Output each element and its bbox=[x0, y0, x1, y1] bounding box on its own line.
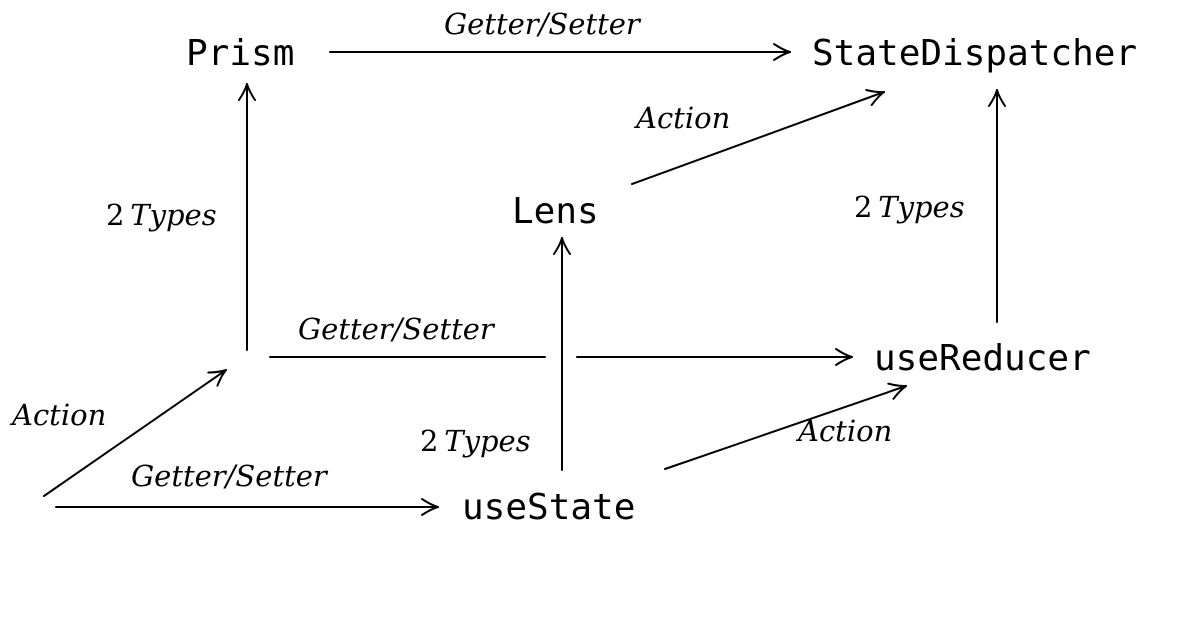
label-reducer-up-to-dispatcher-text: Types bbox=[878, 190, 965, 224]
label-usestate-up-to-lens-num: 2 bbox=[420, 424, 439, 458]
node-lens: Lens bbox=[512, 191, 599, 232]
label-origin-to-usestate: Getter/Setter bbox=[131, 459, 327, 493]
label-left-up-to-prism: 2 Types bbox=[106, 201, 217, 230]
label-left-up-to-prism-text: Types bbox=[130, 198, 217, 232]
label-usestate-up-to-lens: 2 Types bbox=[420, 427, 531, 456]
edge-usestate-to-reducer bbox=[664, 382, 907, 470]
label-reducer-up-to-dispatcher: 2 Types bbox=[854, 193, 965, 222]
label-left-up-to-prism-num: 2 bbox=[106, 198, 125, 232]
label-reducer-up-to-dispatcher-num: 2 bbox=[854, 190, 873, 224]
edge-origin-to-middle bbox=[43, 369, 227, 497]
label-lens-to-dispatcher: Action bbox=[636, 101, 731, 135]
node-prism: Prism bbox=[186, 33, 295, 74]
edge-lens-to-dispatcher bbox=[631, 88, 885, 185]
label-origin-to-middle: Action bbox=[12, 398, 107, 432]
label-middle-to-reducer: Getter/Setter bbox=[298, 312, 494, 346]
node-use-state: useState bbox=[462, 487, 636, 528]
node-state-dispatcher: StateDispatcher bbox=[812, 33, 1138, 74]
label-usestate-to-reducer: Action bbox=[798, 414, 893, 448]
label-usestate-up-to-lens-text: Types bbox=[444, 424, 531, 458]
label-prism-to-dispatcher: Getter/Setter bbox=[444, 7, 640, 41]
node-use-reducer: useReducer bbox=[874, 338, 1091, 379]
